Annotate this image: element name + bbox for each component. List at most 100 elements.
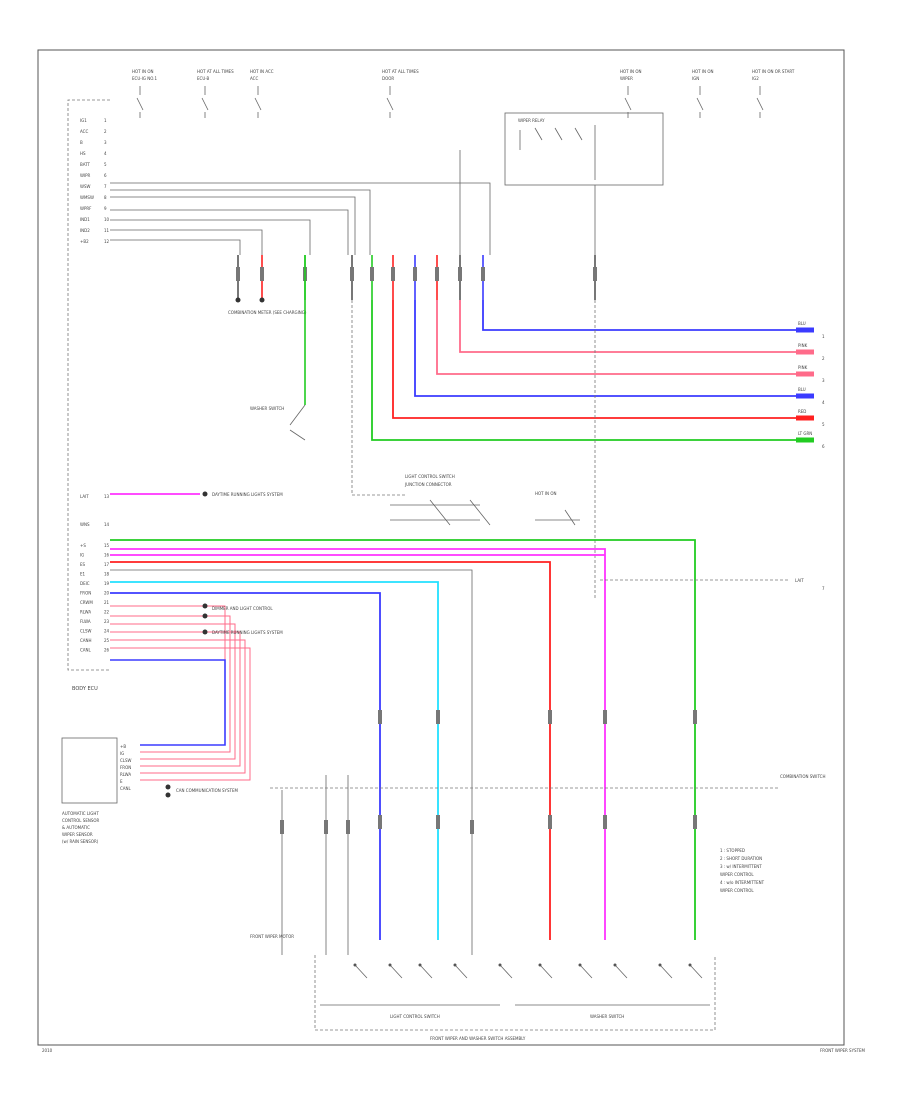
switch-pivot <box>658 963 662 967</box>
ecu-pin-label: RLWA <box>80 610 91 615</box>
front-wiper-label: FRONT WIPER MOTOR <box>250 934 294 939</box>
washer-switch-symbol <box>289 404 306 441</box>
connector-block <box>693 710 697 724</box>
switch-contact <box>499 964 513 979</box>
lower-wire <box>110 548 606 940</box>
fuse-symbol <box>696 86 704 118</box>
dimmer-label: DIMMER AND LIGHT CONTROL <box>212 606 273 611</box>
ecu-pin-label: DEIC <box>80 581 90 586</box>
bottom-right-label: WASHER SWITCH <box>590 1014 624 1019</box>
legend-line: 2 : SHORT DURATION <box>720 856 762 861</box>
relay-contacts <box>519 125 596 180</box>
module-label-line: AUTOMATIC LIGHT <box>62 811 99 816</box>
ecu-pin-number: 8 <box>104 195 107 200</box>
lower-wire <box>110 539 696 940</box>
out-num: 7 <box>822 586 825 591</box>
fuse-sub-label: IGN <box>692 76 699 81</box>
ecu-pin-label: B <box>80 140 83 145</box>
module-label-line: (w/ RAIN SENSOR) <box>62 839 99 844</box>
bottom-left-label: LIGHT CONTROL SWITCH <box>390 1014 440 1019</box>
right-terminal-number: 5 <box>822 422 825 427</box>
ecu-pin-label: IG <box>80 553 84 558</box>
page-label: FRONT WIPER SYSTEM <box>820 1048 866 1053</box>
ecu-pin-number: 21 <box>104 600 110 605</box>
fuse-sub-label: ECU-B <box>197 76 210 81</box>
connector-block <box>436 815 440 829</box>
body-ecu-label: BODY ECU <box>72 686 98 692</box>
ecu-pin-number: 6 <box>104 173 107 178</box>
daytime-label: DAYTIME RUNNING LIGHTS SYSTEM <box>212 492 283 497</box>
right-terminal-label: PINK <box>798 343 808 348</box>
connector-dot <box>202 629 208 635</box>
ecu-pin-label: WMSW <box>80 195 94 200</box>
connector-dot <box>259 297 265 303</box>
ecu-pin-number: 25 <box>104 638 110 643</box>
light-control-label: LIGHT CONTROL SWITCH <box>405 474 455 479</box>
ecu-pin-number: 19 <box>104 581 110 586</box>
module-pin-label: RLWA <box>120 772 131 777</box>
right-terminal-label: PINK <box>798 365 808 370</box>
connector-block <box>346 820 350 834</box>
connector-block <box>378 710 382 724</box>
ecu-pin-number: 18 <box>104 572 110 577</box>
legend-line: 3 : w/ INTERMITTENT <box>720 864 762 869</box>
fuse-label: HOT IN ON <box>692 69 713 74</box>
right-terminal-connector <box>796 437 814 443</box>
joint-connector-lines <box>390 499 491 526</box>
ecu-pin-label: CLSW <box>80 629 92 634</box>
vertical-wire-stubs <box>236 255 597 300</box>
switch-pivot <box>688 963 692 967</box>
connector-block <box>603 710 607 724</box>
switch-pivot <box>418 963 422 967</box>
ecu-pin-label: CANH <box>80 638 92 643</box>
ecu-pin-label: +B2 <box>80 239 89 244</box>
dashed-wire <box>351 300 405 496</box>
ecu-pin-number: 14 <box>104 522 110 527</box>
right-terminal-number: 4 <box>822 400 825 405</box>
legend-line: WIPER CONTROL <box>720 888 754 893</box>
bottom-caption: FRONT WIPER AND WASHER SWITCH ASSEMBLY <box>430 1036 526 1041</box>
lower-wire <box>110 581 439 940</box>
combination-switch-label: COMBINATION SWITCH <box>780 774 825 779</box>
auto-light-sensor-box <box>61 737 118 804</box>
module-pin-label: FRON <box>120 765 131 770</box>
connector-block <box>458 267 462 281</box>
module-label-line: & AUTOMATIC <box>62 825 90 830</box>
relay-label: WIPER RELAY <box>518 118 545 123</box>
legend: 1 : STOPPED 2 : SHORT DURATION 3 : w/ INTE… <box>720 848 765 893</box>
ecu-pin-number: 16 <box>104 553 110 558</box>
switch-assembly-outline <box>314 955 716 1031</box>
switch-pivot <box>453 963 457 967</box>
right-terminal-connector <box>796 393 814 399</box>
right-terminal-connector <box>796 371 814 377</box>
ecu-pin-label: IND2 <box>80 228 90 233</box>
bottom-switch-contacts <box>353 963 703 979</box>
right-terminal-label: RED <box>798 409 806 414</box>
washer-switch-label: WASHER SWITCH <box>250 406 284 411</box>
legend-line: 1 : STOPPED <box>720 848 745 853</box>
right-wire <box>459 300 800 353</box>
ecu-pin-label: FLWA <box>80 619 91 624</box>
ecu-pin-number: 24 <box>104 629 110 634</box>
module-wire <box>110 615 231 753</box>
ecu-pin-number: 2 <box>104 129 107 134</box>
ecu-pin-number: 9 <box>104 206 107 211</box>
connector-block <box>370 267 374 281</box>
fuse-symbol <box>201 86 209 118</box>
fuse-sub-label: ECU-IG NO.1 <box>132 76 157 81</box>
module-wire <box>110 639 246 774</box>
diagram-frame <box>37 49 845 1046</box>
switch-contact <box>659 964 673 979</box>
ecu-pin-number: 13 <box>104 494 110 499</box>
connector-block <box>260 267 264 281</box>
right-wire <box>414 300 800 397</box>
ecu-pin-number: 12 <box>104 239 110 244</box>
black-lower-wire <box>110 569 473 575</box>
right-terminal-number: 1 <box>822 334 825 339</box>
ecu-pin-label: E1 <box>80 572 86 577</box>
